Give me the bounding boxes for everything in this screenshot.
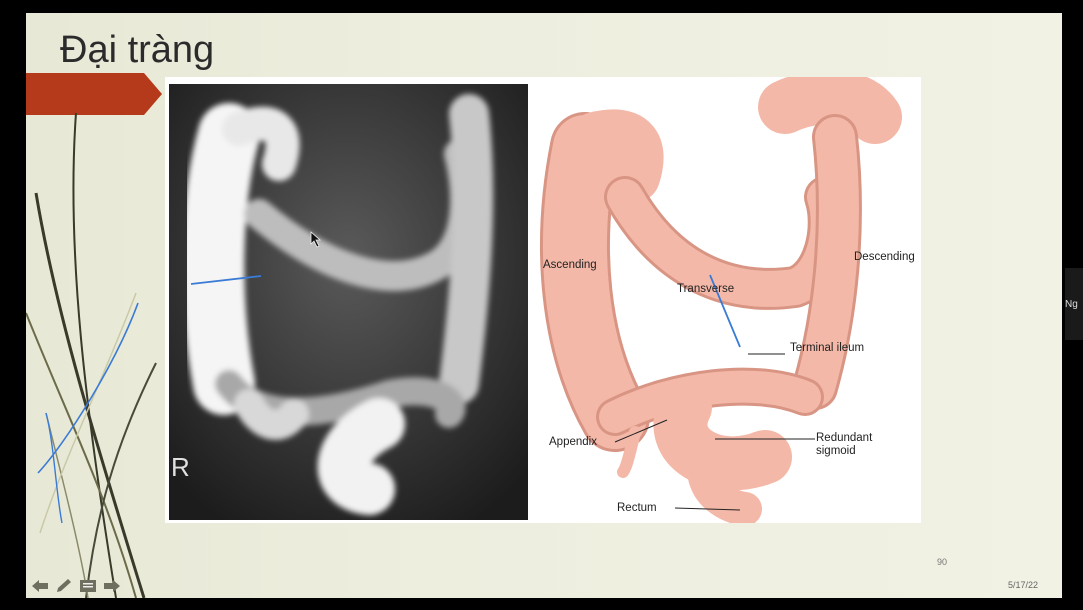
decorative-grass xyxy=(26,113,157,598)
side-panel-tab[interactable]: Ng xyxy=(1065,268,1083,340)
label-ascending: Ascending xyxy=(543,259,597,271)
title-accent-arrow xyxy=(26,73,162,115)
colon-figure: R xyxy=(165,77,921,523)
colon-anatomy-diagram xyxy=(540,77,902,523)
slideshow-toolbar xyxy=(30,576,130,596)
label-redundant-sigmoid: Redundant sigmoid xyxy=(816,432,873,457)
mouse-cursor-icon xyxy=(310,231,322,248)
label-descending: Descending xyxy=(854,251,915,263)
menu-icon[interactable] xyxy=(78,577,98,595)
slide-page-number: 90 xyxy=(937,557,948,567)
xray-side-marker: R xyxy=(171,452,190,482)
slide: Đại tràng xyxy=(26,13,1062,598)
slide-title: Đại tràng xyxy=(60,29,215,71)
barium-enema-xray: R xyxy=(169,84,528,520)
label-appendix: Appendix xyxy=(549,436,597,448)
label-terminal-ileum: Terminal ileum xyxy=(790,342,865,354)
slide-date: 5/17/22 xyxy=(1008,580,1039,590)
pen-icon[interactable] xyxy=(54,577,74,595)
label-rectum: Rectum xyxy=(617,502,657,514)
side-panel-label: Ng xyxy=(1065,298,1078,310)
arrow-left-icon[interactable] xyxy=(30,577,50,595)
arrow-right-icon[interactable] xyxy=(102,577,122,595)
label-transverse: Transverse xyxy=(677,283,735,295)
